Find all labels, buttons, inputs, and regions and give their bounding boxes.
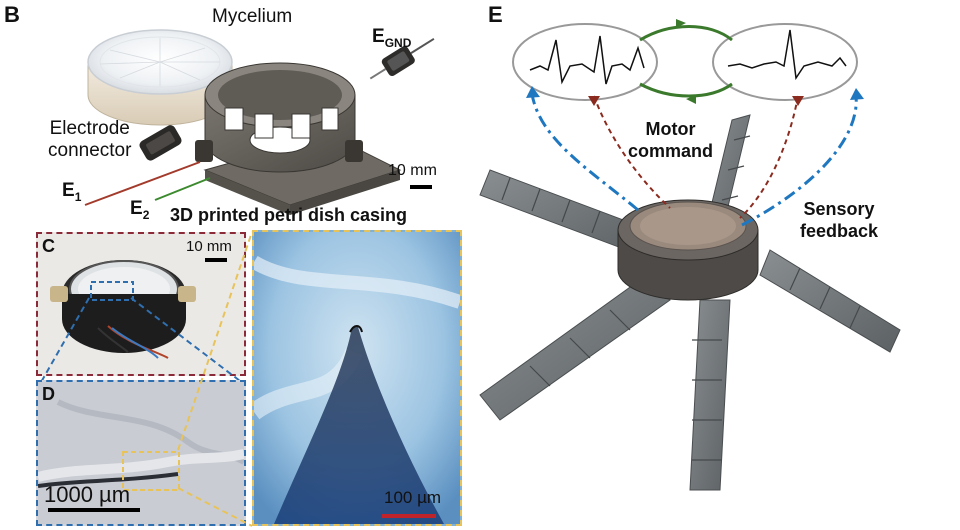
- sensory-arrow-right: [741, 95, 858, 227]
- panel-b-scale-label: 10 mm: [388, 162, 437, 179]
- sensory-line1: Sensory: [803, 199, 875, 219]
- e2-main: E: [130, 198, 143, 219]
- star-robot: [479, 114, 901, 491]
- signal-loop-bottom: [639, 82, 733, 98]
- electrode-connector: [139, 125, 182, 161]
- panel-micro-scale-label: 100 µm: [384, 488, 442, 507]
- panel-b-illustration: [84, 29, 435, 215]
- petri-dish-mycelium: [87, 29, 233, 126]
- e1-sub: 1: [74, 189, 82, 204]
- c-to-d-connectors: [39, 297, 245, 385]
- e1-wire: [84, 161, 201, 206]
- casing-ring: [195, 62, 363, 173]
- signal-bubble-left: [512, 23, 658, 101]
- panel-d-scale-bar: [48, 508, 140, 512]
- egnd-main: E: [372, 26, 385, 47]
- motor-command-label: Motor command: [628, 118, 713, 162]
- e2-sub: 2: [142, 207, 150, 222]
- motor-line1: Motor: [645, 119, 696, 139]
- panel-c-zoom-box: [90, 281, 134, 301]
- panel-micro-photo: [254, 232, 460, 524]
- panel-c-letter: C: [42, 236, 55, 256]
- panel-c-photo: [50, 258, 227, 359]
- casing-caption: 3D printed petri dish casing: [170, 205, 408, 225]
- electrode-connector-label: Electrode connector: [48, 118, 131, 162]
- panel-micro-scale-bar: [382, 514, 436, 518]
- signal-trace-right: [727, 29, 847, 81]
- signal-trace-left: [529, 35, 645, 85]
- egnd-connector: [369, 37, 435, 80]
- panel-d-zoom-box: [122, 451, 180, 491]
- panel-e-illustration: [479, 19, 901, 491]
- egnd-label: EGND: [372, 26, 411, 50]
- sensory-feedback-label: Sensory feedback: [800, 198, 878, 242]
- panel-b-scale-bar: [410, 185, 432, 189]
- connector-line1: Electrode: [49, 118, 130, 139]
- motor-line2: command: [628, 141, 714, 161]
- panel-c-scale-label: 10 mm: [186, 238, 232, 255]
- e1-main: E: [62, 180, 75, 201]
- panel-d-letter: D: [42, 384, 55, 404]
- signal-loop-top: [639, 25, 733, 42]
- mycelium-label: Mycelium: [212, 6, 293, 27]
- panel-micro-frame: 100 µm: [252, 230, 462, 526]
- panel-d-photo: [38, 382, 244, 524]
- egnd-sub: GND: [384, 35, 412, 50]
- panel-b-letter: B: [4, 2, 20, 27]
- e2-wire: [154, 177, 211, 201]
- e1-label: E1: [62, 180, 81, 204]
- d-to-micro-connectors: [177, 231, 253, 527]
- motor-arrow-right: [739, 95, 799, 219]
- panel-e-letter: E: [488, 2, 503, 27]
- sensory-arrow-left: [530, 93, 639, 212]
- connector-line2: connector: [48, 140, 132, 161]
- sensory-line2: feedback: [800, 221, 879, 241]
- robot-hub: [617, 199, 759, 301]
- star-robot-ridges: [501, 135, 861, 461]
- e2-label: E2: [130, 198, 149, 222]
- panel-c-scale-bar: [205, 258, 227, 262]
- panel-d-scale-label: 1000 µm: [44, 482, 131, 507]
- panel-d-frame: D 1000 µm: [36, 380, 246, 526]
